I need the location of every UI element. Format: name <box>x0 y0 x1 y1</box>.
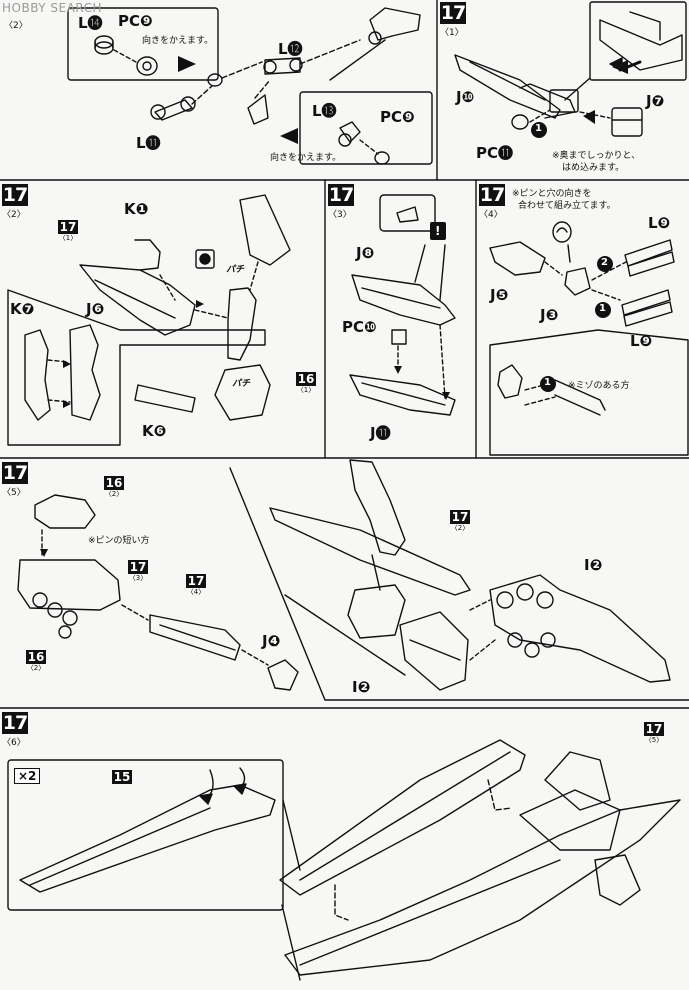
subbox-l14 <box>67 7 219 81</box>
step-17-2-number: 17 <box>2 184 28 206</box>
part-label-i2-right: I❷ <box>584 556 603 574</box>
part-label-j4: J❹ <box>262 632 281 650</box>
part-label-l13: L⓭ <box>312 102 337 120</box>
part-label-pc9-box: PC❾ <box>380 108 415 126</box>
note-pin-hole-line1: ※ピンと穴の向きを <box>512 189 592 199</box>
top-left-sub-label: 〈2〉 <box>4 21 28 31</box>
note-push-in-line1: ※奥までしっかりと、 <box>552 151 641 161</box>
part-label-i2-left: I❷ <box>352 678 371 696</box>
marker-1-step17-1: 1 <box>535 123 542 134</box>
marker-2-step17-4: 2 <box>601 257 608 268</box>
ref-15: 15 <box>112 770 132 784</box>
part-label-l9-top: L❾ <box>648 214 671 232</box>
part-label-j7: J❼ <box>646 92 665 110</box>
watermark: HOBBY SEARCH <box>2 1 102 15</box>
note-snap-a: パチ <box>226 265 245 275</box>
part-label-k1: K❶ <box>124 200 149 218</box>
marker-exclamation: ! <box>435 224 441 238</box>
ref-16-2-top: 16〈2〉 <box>104 476 124 498</box>
part-label-j6: J❻ <box>86 300 105 318</box>
step-17-2-sub: 〈2〉 <box>2 210 26 220</box>
part-label-pc11: PC⓫ <box>476 144 514 162</box>
part-label-l9-bottom: L❾ <box>630 332 653 350</box>
note-short-pin-side: ※ピンの短い方 <box>88 536 150 546</box>
ref-17-1: 17〈1〉 <box>58 220 78 242</box>
ref-16-2-bottom: 16〈2〉 <box>26 650 46 672</box>
note-turn-around-box: 向きをかえます。 <box>270 153 342 163</box>
part-label-j10: J❿ <box>456 88 475 106</box>
ref-17-3: 17〈3〉 <box>128 560 148 582</box>
note-groove-side: ※ミゾのある方 <box>568 381 630 391</box>
part-label-j3: J❸ <box>540 306 559 324</box>
step-17-4-sub: 〈4〉 <box>479 210 503 220</box>
step-17-3-sub: 〈3〉 <box>328 210 352 220</box>
part-label-k6: K❻ <box>142 422 167 440</box>
step-17-5-sub: 〈5〉 <box>2 488 26 498</box>
part-label-l12: L⓬ <box>278 40 303 58</box>
step-17-5-number: 17 <box>2 462 28 484</box>
ref-17-5: 17〈5〉 <box>644 722 664 744</box>
part-label-j11: J⓫ <box>370 424 391 442</box>
part-label-l14: L⓮ <box>78 14 103 32</box>
part-label-j5: J❺ <box>490 286 509 304</box>
step-17-1-sub: 〈1〉 <box>440 28 464 38</box>
step-17-6-number: 17 <box>2 712 28 734</box>
part-label-j8: J❽ <box>356 244 375 262</box>
times-two-badge: ×2 <box>14 768 41 784</box>
step-17-1-number: 17 <box>440 2 466 24</box>
step-17-4-number: 17 <box>479 184 505 206</box>
part-label-pc9-top: PC❾ <box>118 12 153 30</box>
part-label-pc10: PC❿ <box>342 318 377 336</box>
marker-1-groove: 1 <box>544 377 551 388</box>
part-label-k7: K❼ <box>10 300 35 318</box>
step-17-6-sub: 〈6〉 <box>2 738 26 748</box>
step-17-3-number: 17 <box>328 184 354 206</box>
ref-17-2: 17〈2〉 <box>450 510 470 532</box>
inset-box-17-1 <box>589 1 687 81</box>
marker-1-step17-4: 1 <box>599 303 606 314</box>
note-snap-b: パチ <box>232 379 251 389</box>
ref-16-1: 16〈1〉 <box>296 372 316 394</box>
subbox-x2 <box>7 759 284 911</box>
note-turn-around-top: 向きをかえます。 <box>142 36 214 46</box>
ref-17-4: 17〈4〉 <box>186 574 206 596</box>
note-push-in-line2: はめ込みます。 <box>562 163 625 173</box>
part-label-l11: L⓫ <box>136 134 161 152</box>
subbox-l13 <box>299 91 433 165</box>
note-pin-hole-line2: 合わせて組み立てます。 <box>518 201 616 211</box>
